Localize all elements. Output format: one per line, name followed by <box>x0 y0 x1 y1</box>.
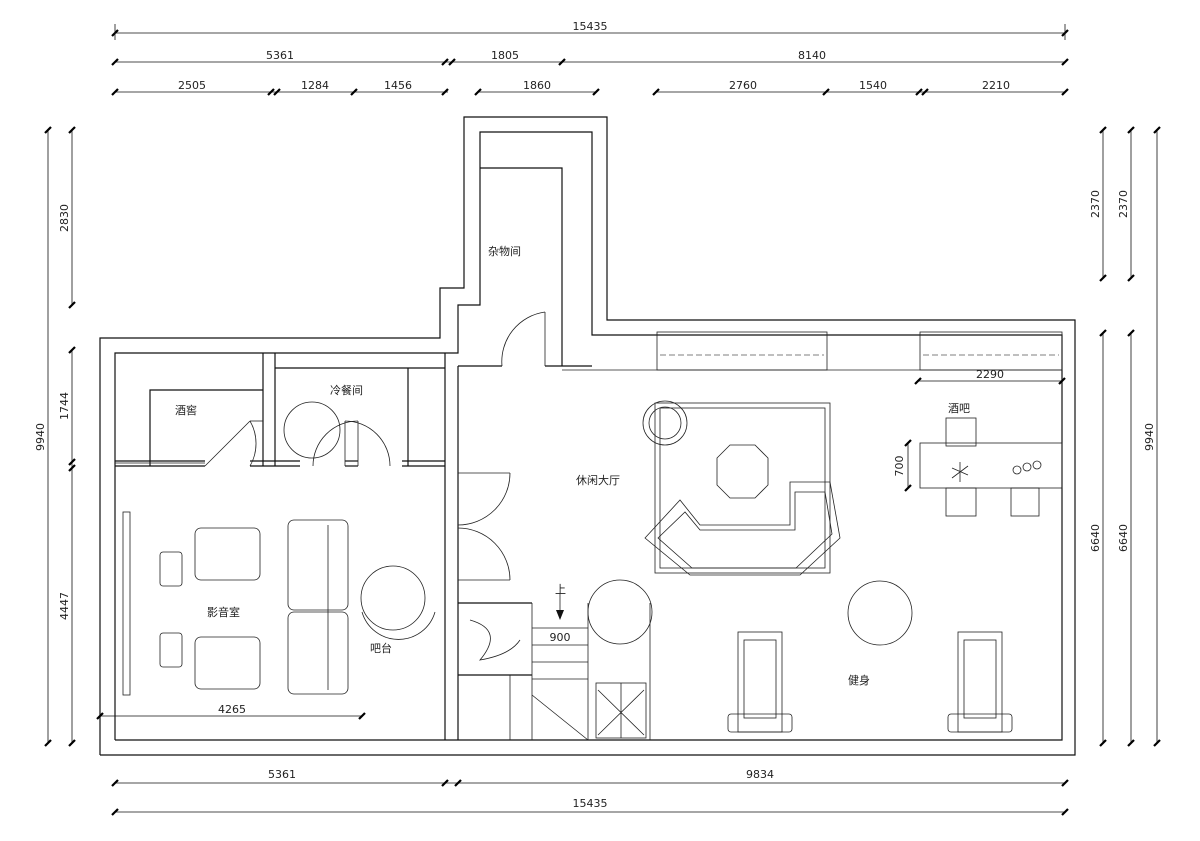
label-stair-up: 上 <box>555 583 566 596</box>
armchair-icon <box>642 400 688 446</box>
dim-left-seg-3: 4447 <box>58 592 71 620</box>
doors <box>204 311 546 581</box>
right-dimensions: 2370 6640 2370 6640 9940 <box>1089 126 1161 747</box>
interior-dimension-labels: 2290 700 900 4265 <box>218 368 1004 716</box>
plant-icon <box>951 462 969 482</box>
wall-cabinet-left <box>656 331 828 371</box>
dim-top-detail-1: 2505 <box>178 79 206 92</box>
top-dimensions: 15435 5361 1805 8140 2505 1284 1456 1860… <box>111 20 1069 96</box>
sofa-icon <box>287 611 349 695</box>
dim-top-detail-6: 1540 <box>859 79 887 92</box>
sectional-sofa-icon <box>644 481 841 576</box>
dim-theater-width: 4265 <box>218 703 246 716</box>
dim-top-detail-3: 1456 <box>384 79 412 92</box>
dim-top-overall: 15435 <box>573 20 608 33</box>
label-gym: 健身 <box>848 673 870 687</box>
bar-counter-icon <box>919 442 1063 489</box>
coffee-table-icon <box>716 444 769 499</box>
dim-top-mid-3: 8140 <box>798 49 826 62</box>
recliner-icon <box>194 527 261 581</box>
left-dimensions: 9940 2830 1744 4447 <box>34 126 76 747</box>
dim-left-seg-1: 2830 <box>58 204 71 232</box>
dim-right-a-1: 2370 <box>1089 190 1102 218</box>
dim-left-overall: 9940 <box>34 423 47 451</box>
label-theater: 影音室 <box>207 605 240 619</box>
dim-right-a-2: 6640 <box>1089 524 1102 552</box>
label-bar-counter: 吧台 <box>370 641 392 655</box>
recliner-icon <box>194 636 261 690</box>
dim-top-detail-2: 1284 <box>301 79 329 92</box>
dim-top-detail-7: 2210 <box>982 79 1010 92</box>
label-wine-cellar: 酒窖 <box>175 403 197 417</box>
label-lounge-hall: 休闲大厅 <box>576 473 620 487</box>
walls <box>99 116 1076 756</box>
dim-bar-width: 2290 <box>976 368 1004 381</box>
sofa-icon <box>287 519 349 611</box>
plant-icon <box>469 619 521 661</box>
dim-stair-width: 900 <box>550 631 571 644</box>
bottom-dimensions: 5361 9834 15435 <box>111 768 1069 816</box>
dim-top-mid-2: 1805 <box>491 49 519 62</box>
dim-right-overall: 9940 <box>1143 423 1156 451</box>
room-labels: 杂物间 酒窖 冷餐间 休闲大厅 酒吧 影音室 吧台 健身 上 <box>175 244 970 687</box>
dim-bottom-overall: 15435 <box>573 797 608 810</box>
label-cold-meal: 冷餐间 <box>330 383 363 397</box>
dim-right-b-2: 6640 <box>1117 524 1130 552</box>
dim-bottom-seg-2: 9834 <box>746 768 774 781</box>
wall-cabinet-right <box>919 331 1063 371</box>
dim-bottom-seg-1: 5361 <box>268 768 296 781</box>
furniture <box>96 331 1066 741</box>
lounge-chair-icon <box>360 565 426 631</box>
dim-left-seg-2: 1744 <box>58 392 71 420</box>
lounge-rug <box>654 402 831 574</box>
dim-top-detail-4: 1860 <box>523 79 551 92</box>
dim-right-b-1: 2370 <box>1117 190 1130 218</box>
treadmill-icon <box>957 631 1003 733</box>
round-table-icon <box>847 580 913 646</box>
dim-bar-depth: 700 <box>893 456 906 477</box>
dim-top-detail-5: 2760 <box>729 79 757 92</box>
treadmill-icon <box>737 631 783 733</box>
round-table-icon <box>283 401 341 459</box>
label-storage: 杂物间 <box>488 244 521 258</box>
label-bar: 酒吧 <box>948 402 970 415</box>
dim-top-mid-1: 5361 <box>266 49 294 62</box>
